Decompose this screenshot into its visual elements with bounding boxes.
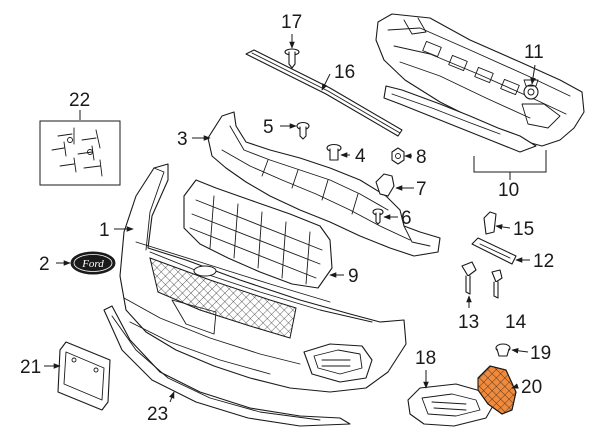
callout-18: 18 (415, 348, 436, 369)
bracket-10 (473, 150, 547, 180)
part-clip-4 (326, 143, 342, 161)
part-bumper-reinforcement (375, 13, 585, 153)
part-clip-15 (483, 211, 497, 235)
part-plug-19 (495, 343, 511, 357)
callout-6: 6 (401, 208, 412, 229)
callout-4: 4 (355, 146, 366, 167)
part-screw-6 (372, 208, 384, 225)
part-bumper-cover (119, 163, 407, 393)
callout-15: 15 (513, 219, 534, 240)
part-ford-emblem: Ford (70, 251, 116, 275)
callout-20: 20 (521, 377, 542, 398)
emblem-text: Ford (81, 258, 104, 270)
part-bolt-13 (461, 261, 477, 295)
part-fastener-kit (39, 120, 121, 186)
part-nut-8 (391, 147, 405, 165)
part-screw-5 (296, 121, 310, 140)
callout-16: 16 (334, 62, 355, 83)
part-bracket-7 (375, 173, 395, 197)
part-fog-bezel (407, 383, 495, 427)
part-tow-nut (523, 79, 539, 100)
callout-8: 8 (416, 147, 427, 168)
part-bracket-12 (471, 237, 517, 265)
grille-badge (193, 265, 217, 277)
callout-19: 19 (530, 343, 551, 364)
leader-lines (44, 34, 536, 403)
callout-2: 2 (39, 254, 50, 275)
callout-22: 22 (69, 90, 90, 111)
part-push-pin-17 (284, 48, 300, 69)
callout-11: 11 (524, 42, 544, 63)
callout-7: 7 (416, 179, 427, 200)
callout-10: 10 (498, 180, 519, 201)
callout-13: 13 (458, 312, 479, 333)
part-seal-strip (245, 49, 403, 137)
callout-23: 23 (147, 404, 168, 425)
part-upper-bracket (207, 111, 441, 257)
callout-17: 17 (281, 12, 302, 33)
callout-5: 5 (263, 117, 274, 138)
part-lower-lip (103, 305, 351, 427)
callout-9: 9 (348, 266, 359, 287)
callout-labels: 1 2 3 4 5 6 7 8 9 10 11 12 13 14 15 16 1… (20, 12, 554, 425)
part-bolt-14 (491, 269, 503, 299)
part-grille-shutter (183, 179, 333, 289)
callout-14: 14 (505, 312, 527, 333)
callout-21: 21 (20, 357, 41, 378)
part-grille-insert-highlighted (477, 365, 517, 415)
callout-3: 3 (177, 129, 188, 150)
callout-12: 12 (533, 251, 554, 272)
part-plate-bracket (57, 341, 111, 411)
callout-1: 1 (99, 220, 110, 241)
